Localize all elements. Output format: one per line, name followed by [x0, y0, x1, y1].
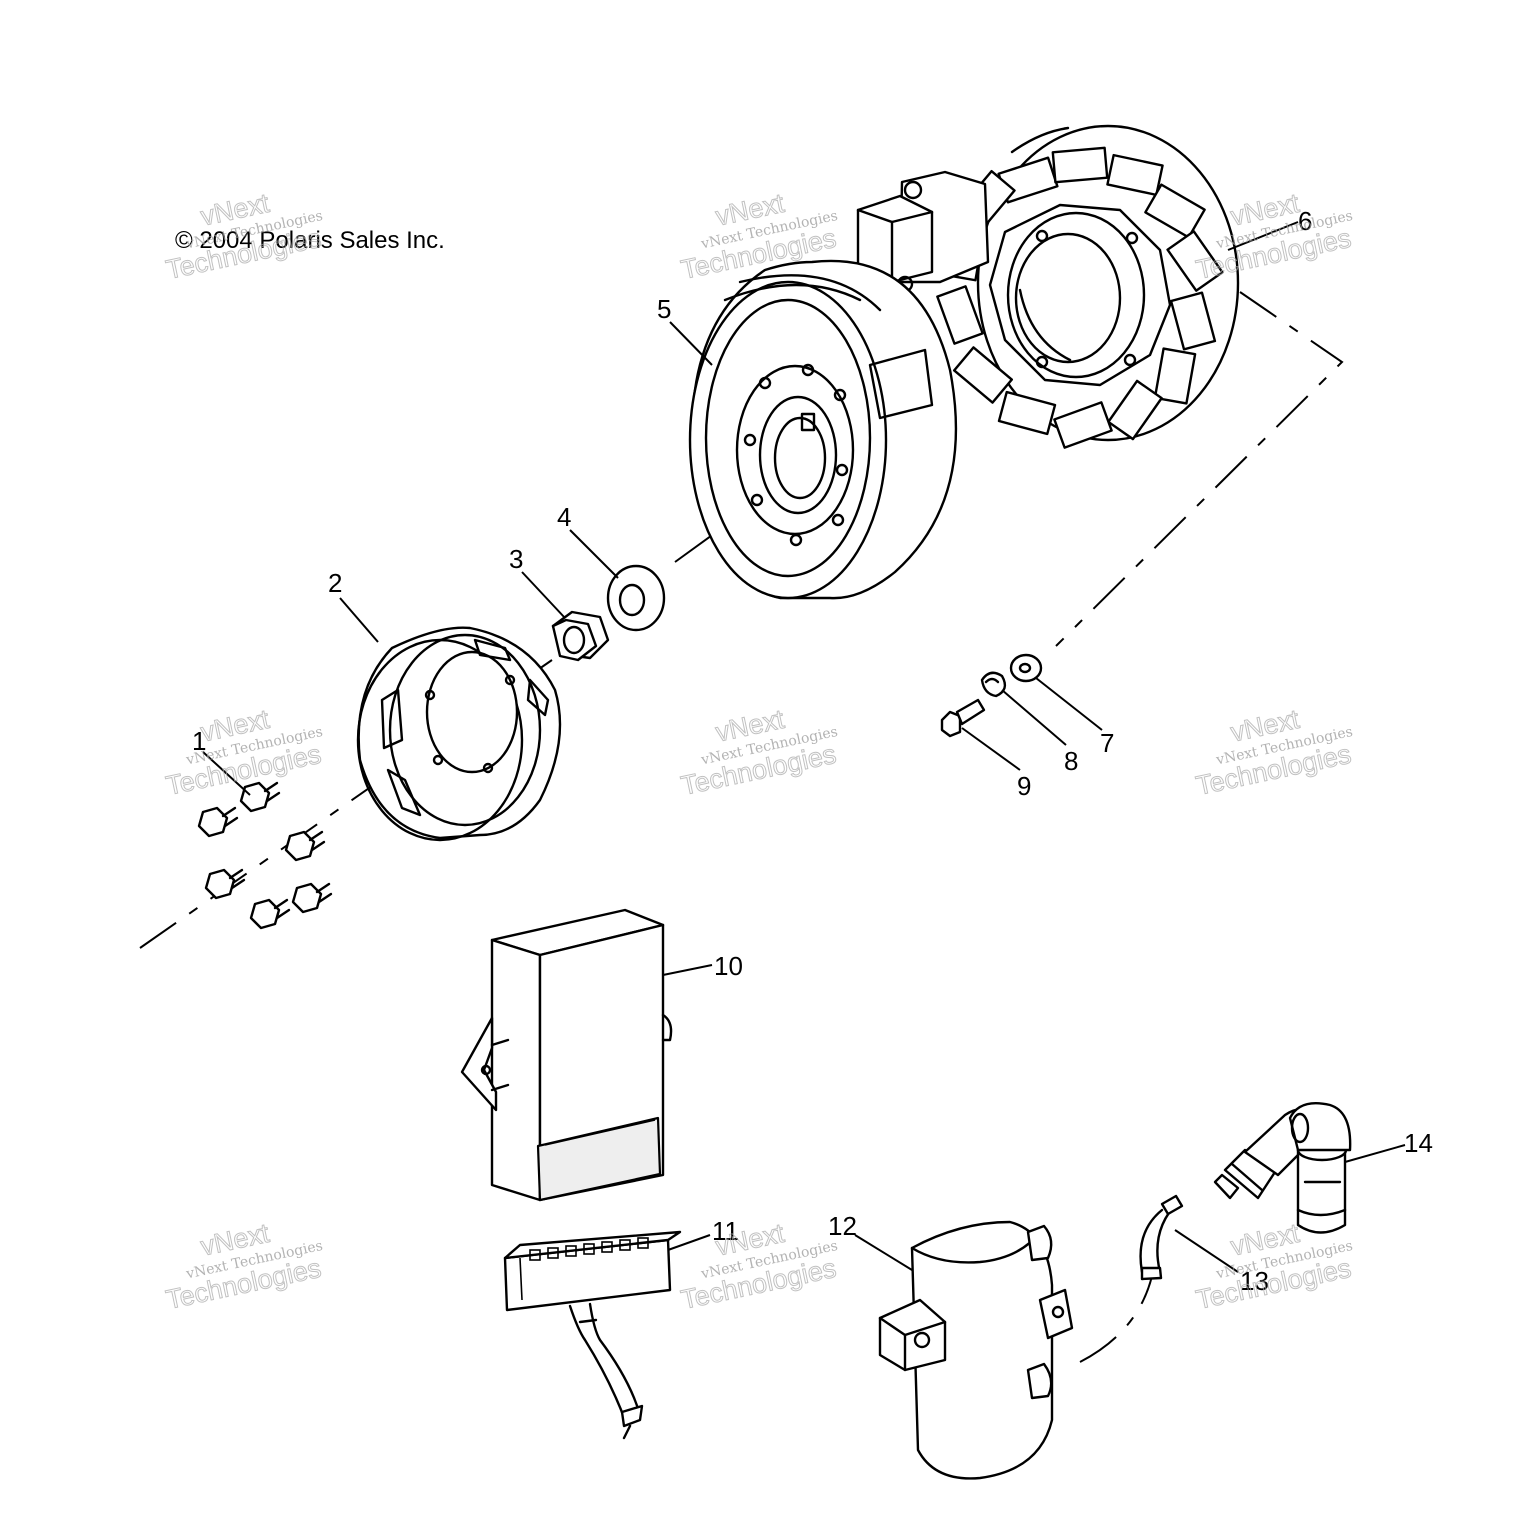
cdi-box — [460, 908, 673, 1202]
copyright-notice: © 2004 Polaris Sales Inc. — [175, 227, 445, 254]
washer-7 — [1009, 653, 1043, 683]
callout-2: 2 — [328, 568, 342, 598]
flywheel — [688, 259, 958, 600]
screw-9 — [940, 698, 986, 738]
callout-13: 13 — [1240, 1266, 1269, 1296]
callout-8: 8 — [1064, 746, 1078, 776]
connector-11 — [503, 1230, 682, 1440]
connector-pins — [529, 1237, 649, 1261]
watermark: vNext Technologies vNext Technologies — [163, 703, 324, 801]
callout-4: 4 — [557, 502, 571, 532]
watermark: vNext Technologies vNext Technologies — [678, 1217, 839, 1315]
watermark: vNext Technologies vNext Technologies — [1193, 187, 1354, 285]
watermark: vNext Technologies vNext Technologies — [678, 703, 839, 801]
washer-4 — [606, 564, 666, 632]
leader-lines — [202, 221, 1406, 1273]
callout-labels: 1 2 3 4 5 6 7 8 9 10 11 12 13 14 — [192, 206, 1433, 1296]
starter-cup — [356, 626, 562, 842]
callout-5: 5 — [657, 294, 671, 324]
nut-3 — [551, 610, 610, 662]
bolts-1 — [197, 781, 333, 930]
callout-11: 11 — [712, 1216, 739, 1246]
trigger-coil — [856, 170, 990, 293]
plug-wire-13 — [1139, 1194, 1184, 1281]
watermark: vNext Technologies vNext Technologies — [163, 1217, 324, 1315]
stator — [856, 124, 1240, 449]
callout-14: 14 — [1404, 1128, 1433, 1158]
callout-7: 7 — [1100, 728, 1114, 758]
lock-washer-8 — [980, 671, 1007, 698]
ignition-coil — [878, 1220, 1074, 1480]
callout-1: 1 — [192, 726, 206, 756]
callout-3: 3 — [509, 544, 523, 574]
watermark: vNext Technologies vNext Technologies — [1193, 703, 1354, 801]
callout-9: 9 — [1017, 771, 1031, 801]
spark-plug-cap — [1213, 1101, 1352, 1234]
callout-6: 6 — [1298, 206, 1312, 236]
callout-10: 10 — [714, 951, 743, 981]
callout-12: 12 — [828, 1211, 857, 1241]
